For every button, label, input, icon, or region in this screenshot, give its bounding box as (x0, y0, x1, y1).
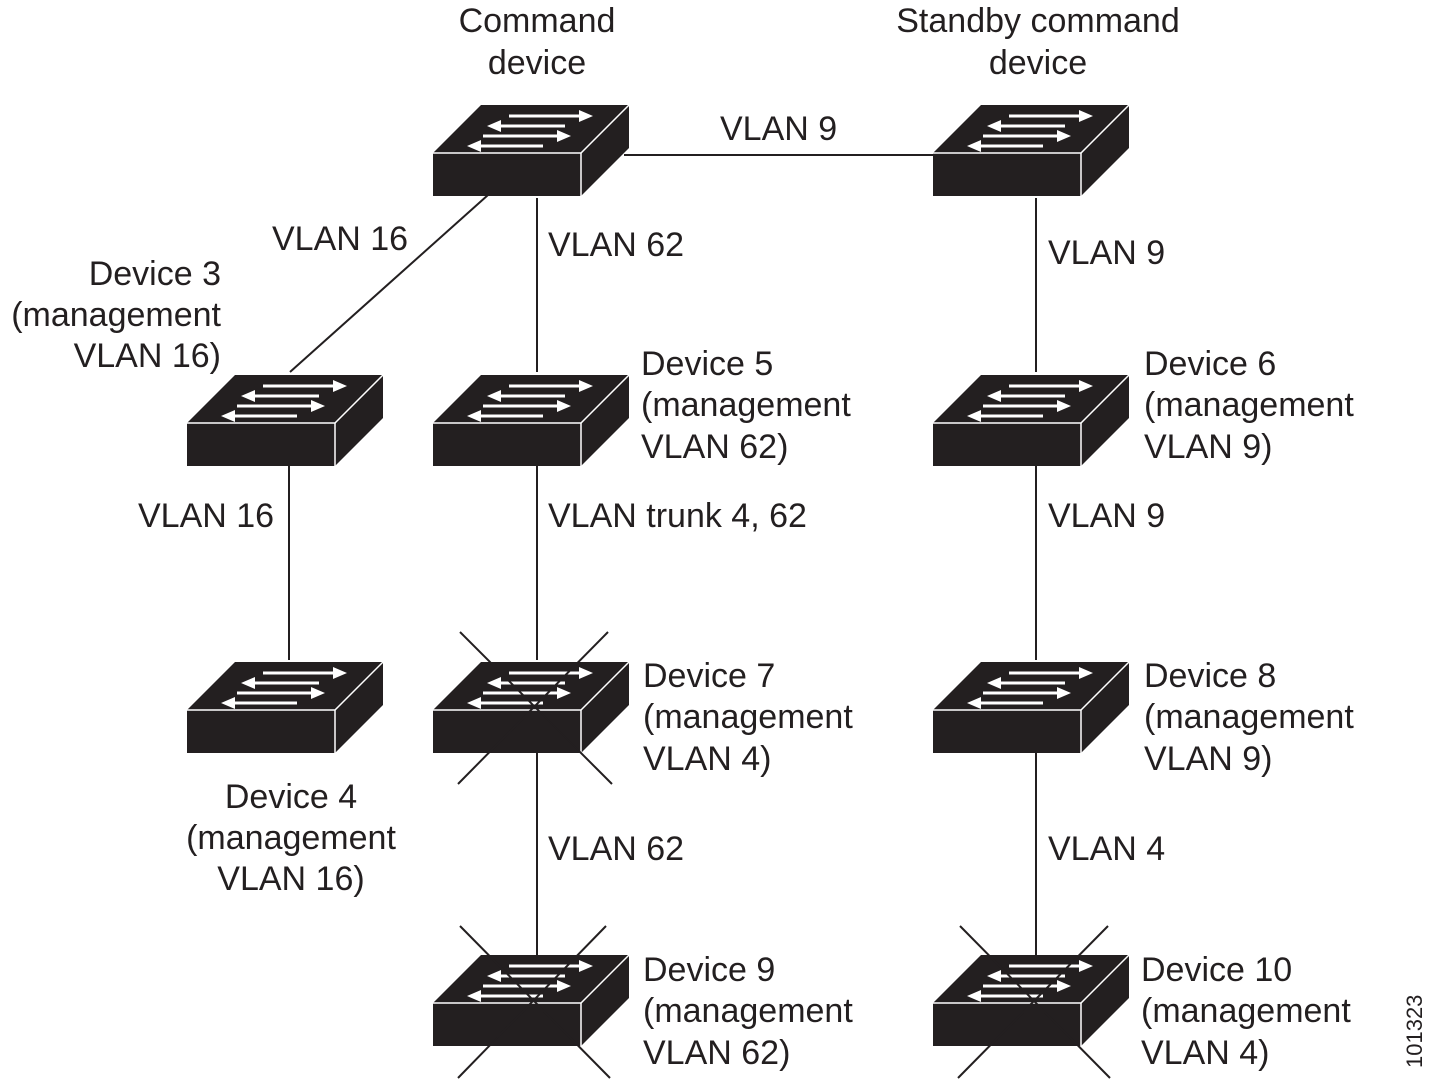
switch-command-device (431, 103, 631, 198)
standby-device-title-line1: Standby command (896, 2, 1180, 40)
device4-label-line2: (management (186, 819, 396, 857)
link-label-device8-device10: VLAN 4 (1048, 830, 1165, 868)
device9-label-line2: (management (643, 992, 853, 1030)
device7-label-line2: (management (643, 698, 853, 736)
device4-label-line1: Device 4 (225, 778, 357, 816)
switch-device8 (931, 660, 1131, 755)
link-label-command-device5: VLAN 62 (548, 226, 684, 264)
switch-standby-command-device (931, 103, 1131, 198)
device5-label-line1: Device 5 (641, 345, 773, 383)
device3-label-line1: Device 3 (89, 255, 221, 293)
device10-label-line1: Device 10 (1141, 951, 1292, 989)
device5-label-line3: VLAN 62) (641, 428, 788, 466)
device10-label-line3: VLAN 4) (1141, 1034, 1270, 1072)
switch-device5 (431, 373, 631, 468)
device8-label-line2: (management (1144, 698, 1354, 736)
link-label-device6-device8: VLAN 9 (1048, 497, 1165, 535)
link-command-device3 (289, 194, 489, 373)
link-label-device5-device7: VLAN trunk 4, 62 (548, 497, 807, 535)
link-label-command-standby: VLAN 9 (720, 110, 837, 148)
device9-label-line3: VLAN 62) (643, 1034, 790, 1072)
x-mark-icon-device9 (457, 925, 611, 1079)
standby-device-title-line2: device (989, 44, 1087, 82)
switch-device6 (931, 373, 1131, 468)
switch-device7 (431, 660, 631, 755)
device8-label-line3: VLAN 9) (1144, 740, 1273, 778)
switch-device4 (185, 660, 385, 755)
link-label-device3-device4: VLAN 16 (138, 497, 274, 535)
device8-label-line1: Device 8 (1144, 657, 1276, 695)
device5-label-line2: (management (641, 386, 851, 424)
device6-label-line3: VLAN 9) (1144, 428, 1273, 466)
device7-label-line1: Device 7 (643, 657, 775, 695)
device4-label-line3: VLAN 16) (217, 860, 364, 898)
figure-id: 101323 (1402, 995, 1427, 1068)
switch-device3 (185, 373, 385, 468)
device7-label-line3: VLAN 4) (643, 740, 772, 778)
link-label-command-device3: VLAN 16 (272, 220, 408, 258)
switch-device10 (931, 953, 1131, 1048)
command-device-title-line2: device (488, 44, 586, 82)
device3-label-line3: VLAN 16) (74, 337, 221, 375)
switch-device9 (431, 953, 631, 1048)
link-label-standby-device6: VLAN 9 (1048, 234, 1165, 272)
x-mark-icon-device10 (957, 925, 1111, 1079)
device9-label-line1: Device 9 (643, 951, 775, 989)
command-device-title-line1: Command (459, 2, 616, 40)
link-label-device7-device9: VLAN 62 (548, 830, 684, 868)
x-mark-icon-device7 (457, 631, 613, 785)
device10-label-line2: (management (1141, 992, 1351, 1030)
device6-label-line1: Device 6 (1144, 345, 1276, 383)
device6-label-line2: (management (1144, 386, 1354, 424)
device3-label-line2: (management (11, 296, 221, 334)
